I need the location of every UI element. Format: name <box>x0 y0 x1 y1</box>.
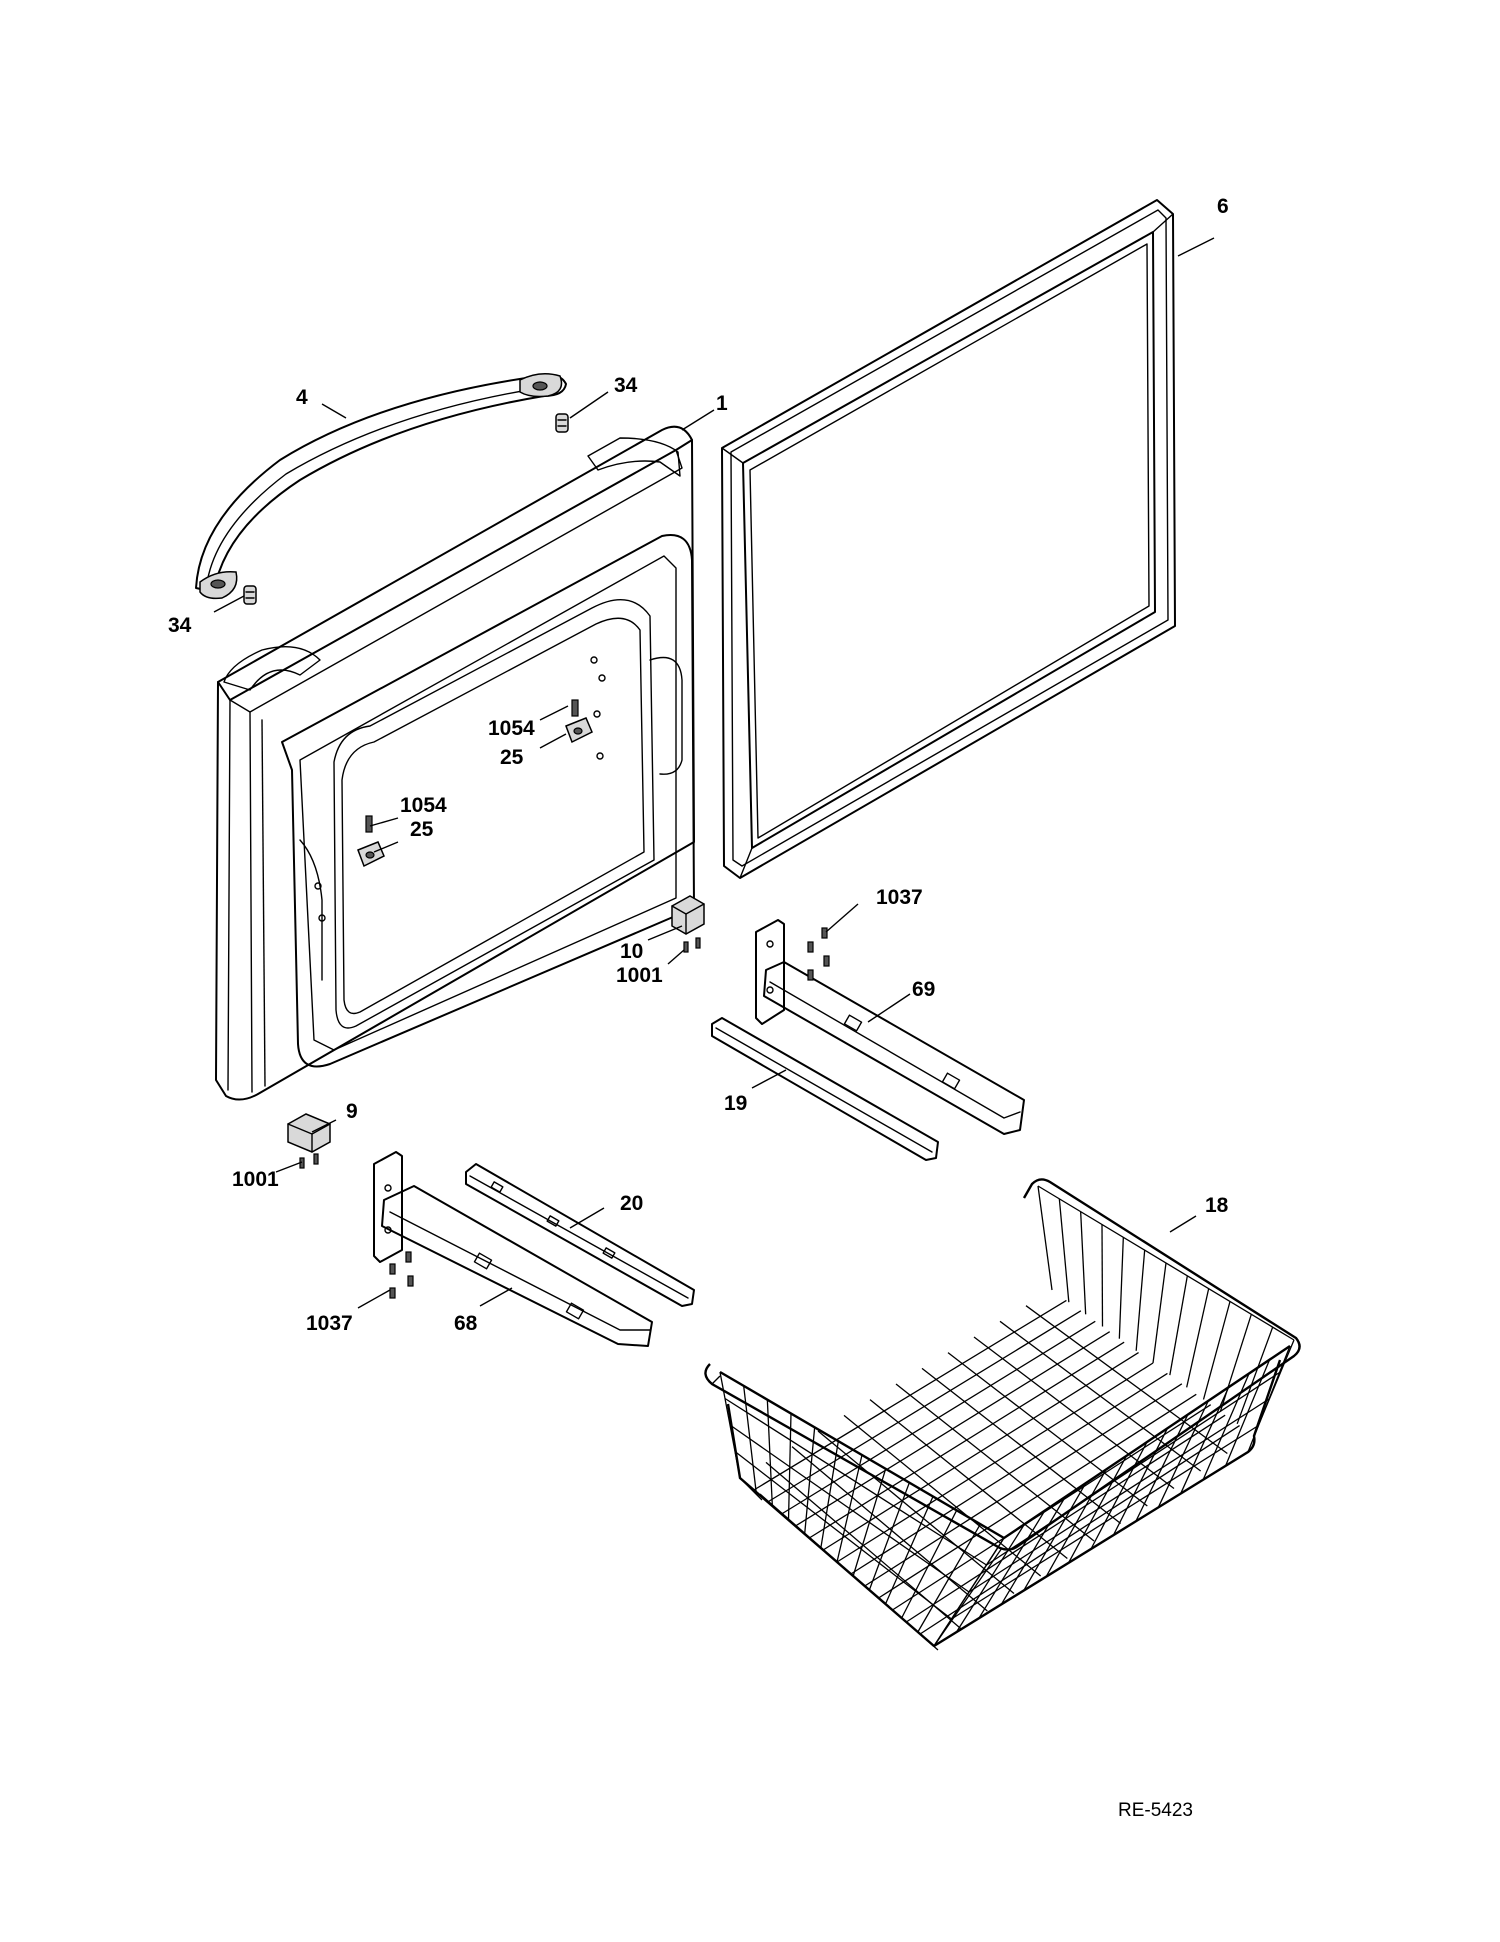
screws-1037-right <box>807 927 830 981</box>
screw-1054-right <box>571 699 579 717</box>
callout-9: 9 <box>346 1100 358 1123</box>
handle-stud-lower <box>243 585 257 605</box>
basket-wire <box>892 1404 1212 1611</box>
callout-6: 6 <box>1217 195 1229 218</box>
bracket-25-left <box>357 841 385 868</box>
rail-strip-20 <box>465 1163 695 1307</box>
callout-25-right: 25 <box>500 746 524 769</box>
callout-34-upper: 34 <box>614 374 638 397</box>
basket-wire-grid <box>719 1185 1295 1647</box>
callout-18: 18 <box>1205 1194 1229 1217</box>
basket-wire <box>734 1450 952 1620</box>
handle-stud-upper <box>555 413 569 433</box>
basket-wire <box>1152 1262 1167 1364</box>
document-code: RE-5423 <box>1118 1800 1193 1821</box>
callout-1037-right: 1037 <box>876 886 923 909</box>
callout-69: 69 <box>912 978 935 1001</box>
callout-1: 1 <box>716 392 728 415</box>
hinge-block-10 <box>671 895 705 953</box>
callout-4: 4 <box>296 386 308 409</box>
basket-wire <box>1135 1250 1146 1351</box>
basket-wire <box>753 1299 1067 1491</box>
freezer-door <box>215 425 695 1101</box>
callout-labels: 6 4 34 1 34 1054 25 1054 25 1037 10 1001… <box>168 195 1229 1335</box>
basket-wire <box>1037 1185 1053 1291</box>
basket-wire <box>864 1383 1183 1587</box>
basket-wire <box>808 1341 1125 1539</box>
basket-wire <box>1058 1198 1070 1303</box>
basket-wire <box>1080 1211 1087 1315</box>
basket-wire <box>1219 1314 1252 1412</box>
callout-1054-left: 1054 <box>400 794 447 817</box>
callout-25-left: 25 <box>410 818 434 841</box>
basket-wire <box>781 1320 1096 1515</box>
basket-wire <box>1202 1301 1231 1400</box>
basket-wire <box>1253 1339 1295 1437</box>
basket-wire <box>1186 1288 1210 1388</box>
basket-wire <box>729 1424 970 1593</box>
basket-wire <box>919 1425 1240 1635</box>
basket-wire <box>986 1371 1280 1566</box>
callout-1001-left: 1001 <box>232 1168 279 1191</box>
basket-wire <box>724 1397 987 1566</box>
callout-20: 20 <box>620 1192 643 1215</box>
rail-strip-19 <box>711 1017 939 1161</box>
basket-wire <box>1236 1326 1274 1425</box>
basket-wire <box>795 1331 1111 1527</box>
callout-1054-right: 1054 <box>488 717 535 740</box>
basket-wire <box>1118 1237 1124 1339</box>
callout-34-lower: 34 <box>168 614 192 637</box>
slide-rail-68 <box>373 1151 653 1347</box>
callout-10: 10 <box>620 940 643 963</box>
door-gasket <box>721 199 1176 879</box>
basket-wire <box>836 1362 1154 1563</box>
slide-rail-69 <box>755 919 1025 1135</box>
callout-19: 19 <box>724 1092 747 1115</box>
basket-wire <box>850 1372 1168 1575</box>
screws-1037-left <box>389 1251 414 1299</box>
basket-wire <box>905 1414 1226 1623</box>
basket-wire <box>1101 1224 1104 1327</box>
basket-wire <box>951 1424 1259 1620</box>
bracket-25-right <box>565 717 593 744</box>
hinge-block-9 <box>287 1113 331 1169</box>
screw-1054-left <box>365 815 373 833</box>
basket-wire <box>968 1398 1270 1593</box>
basket-wire <box>767 1310 1082 1503</box>
callout-1001-right: 1001 <box>616 964 663 987</box>
callout-68: 68 <box>454 1312 478 1335</box>
basket-wire <box>822 1352 1139 1551</box>
leader-lines <box>213 237 1215 1309</box>
basket-wire <box>1169 1275 1188 1376</box>
callout-1037-left: 1037 <box>306 1312 353 1335</box>
door-handle <box>195 373 567 600</box>
basket-wire <box>878 1393 1197 1599</box>
